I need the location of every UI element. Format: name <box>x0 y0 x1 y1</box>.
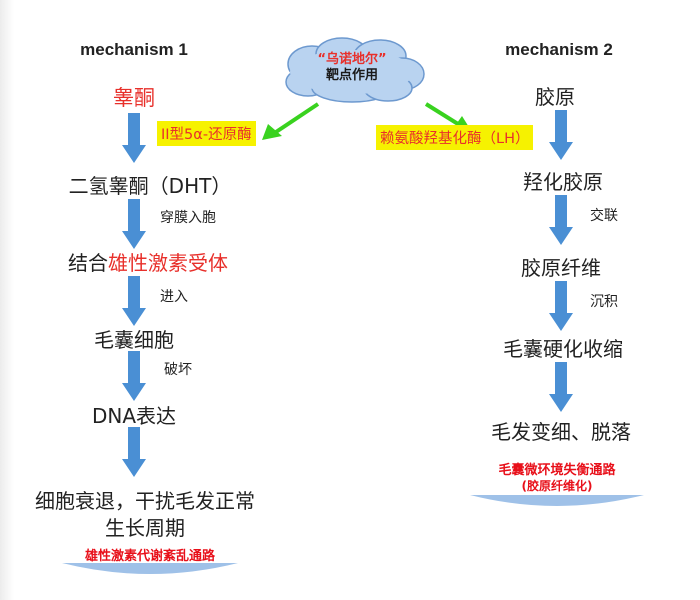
m2-footer-label: 毛囊微环境失衡通路 <box>498 463 616 478</box>
m1-enzyme-label: II型5α-还原酶 <box>157 121 256 146</box>
m2-base-arc <box>470 495 644 506</box>
m2-enzyme-label: 赖氨酸羟基化酶（LH） <box>376 125 534 150</box>
m2-node-collagen: 胶原 <box>535 85 575 109</box>
m1-node-outcome-line1: 细胞衰退，干扰毛发正常 <box>35 489 255 513</box>
mechanism1-heading: mechanism 1 <box>80 40 188 59</box>
left-edge-shadow <box>0 0 14 600</box>
m1-step-label-2: 进入 <box>160 289 188 305</box>
cloud-line2: 靶点作用 <box>325 68 378 83</box>
m2-arrow-2 <box>549 195 573 245</box>
m1-footer-label: 雄性激素代谢紊乱通路 <box>84 549 216 564</box>
pointer-left-head <box>262 124 282 140</box>
m1-arrow-1 <box>122 113 146 163</box>
m1-node-testosterone: 睾酮 <box>113 86 155 110</box>
m1-receptor-highlight: 雄性激素受体 <box>108 251 228 275</box>
m1-node-dna-expression: DNA表达 <box>91 404 177 428</box>
m1-arrow-5 <box>122 427 146 477</box>
m1-step-label-1: 穿膜入胞 <box>160 210 216 226</box>
m2-node-hair-thinning: 毛发变细、脱落 <box>491 420 631 444</box>
cloud-label: “乌诺地尔” 靶点作用 <box>317 52 386 84</box>
m1-node-bind-receptor: 结合雄性激素受体 <box>68 247 228 276</box>
m2-footer-sublabel: (胶原纤维化) <box>521 479 593 493</box>
cloud-shape <box>285 37 425 103</box>
m2-node-hydroxylated-collagen: 羟化胶原 <box>523 170 603 194</box>
m1-step-label-3: 破坏 <box>164 362 192 378</box>
m1-node-outcome-line2: 生长周期 <box>105 516 185 540</box>
m1-arrow-4 <box>122 351 146 401</box>
m1-node-follicle-cell: 毛囊细胞 <box>94 328 174 352</box>
m1-bind-prefix: 结合 <box>68 251 108 275</box>
cloud-pointers <box>262 102 472 140</box>
m2-arrow-1 <box>549 110 573 160</box>
m2-step-label-2: 沉积 <box>590 294 618 310</box>
m2-node-follicle-sclerosis: 毛囊硬化收缩 <box>503 337 623 361</box>
m2-node-collagen-fiber: 胶原纤维 <box>521 256 601 280</box>
m2-step-label-1: 交联 <box>590 208 618 224</box>
cloud-line1: “乌诺地尔” <box>317 52 387 67</box>
m1-arrow-2 <box>122 199 146 249</box>
m1-base-arc <box>62 563 238 574</box>
mechanism2-heading: mechanism 2 <box>505 40 613 59</box>
m2-arrow-3 <box>549 281 573 331</box>
m2-arrow-4 <box>549 362 573 412</box>
m1-arrow-3 <box>122 276 146 326</box>
m1-node-dht: 二氢睾酮（DHT） <box>68 174 232 198</box>
